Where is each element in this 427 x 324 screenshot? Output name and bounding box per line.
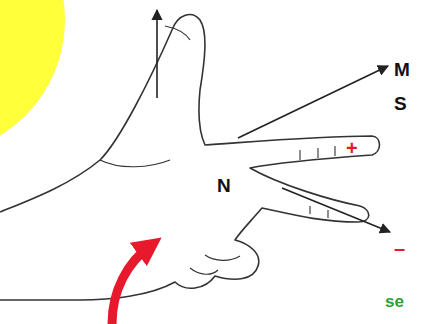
yellow-blob [0, 0, 65, 155]
red-curved-arrow [112, 246, 150, 324]
field-arrow [238, 66, 388, 138]
pole-label: N [217, 176, 231, 195]
pole-label: S [394, 94, 407, 113]
hand-outline [0, 15, 380, 300]
text-fragment: se [385, 293, 404, 310]
pole-label: M [394, 60, 410, 79]
current-arrow [282, 188, 390, 232]
polarity-sign: – [394, 238, 405, 258]
force-arrow [156, 10, 158, 98]
polarity-sign: + [346, 138, 358, 158]
